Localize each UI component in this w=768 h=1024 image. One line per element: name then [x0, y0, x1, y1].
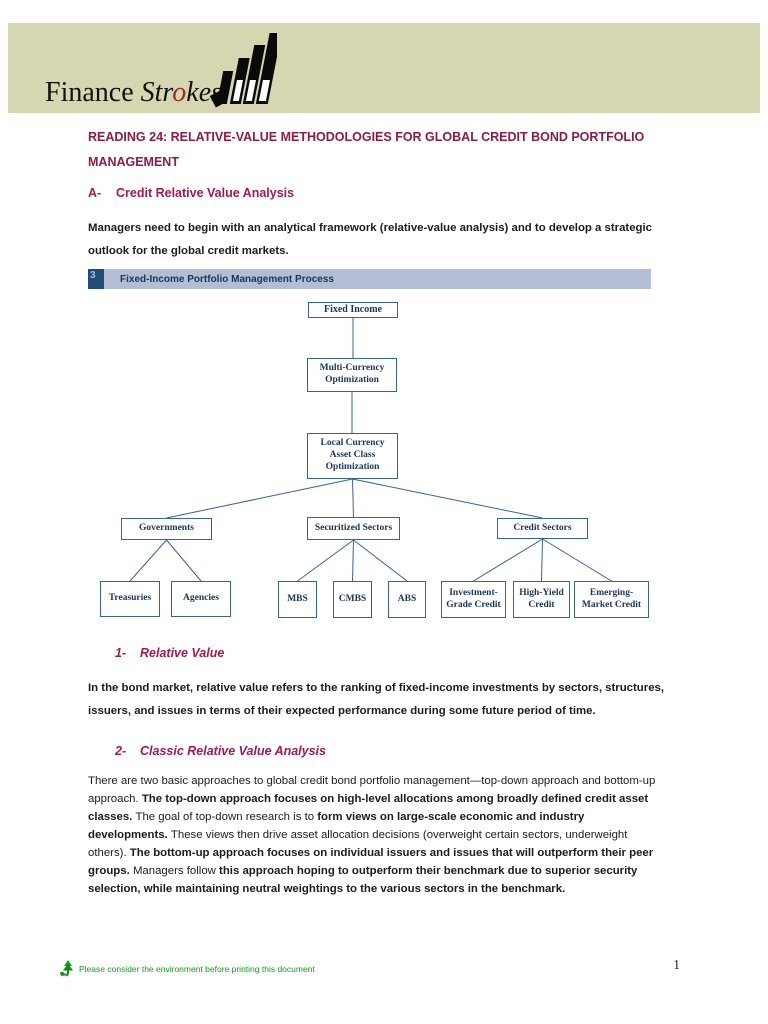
node-multi-currency: Multi-Currency Optimization [307, 358, 397, 392]
subsection-2-label: 2- [115, 744, 127, 758]
eco-note-text: Please consider the environment before p… [79, 963, 315, 974]
node-local-currency: Local Currency Asset Class Optimization [307, 433, 398, 479]
content-column: READING 24: RELATIVE-VALUE METHODOLOGIES… [88, 113, 666, 898]
node-mbs: MBS [278, 581, 317, 618]
tree-icon [60, 960, 73, 977]
node-high-yield-credit: High-Yield Credit [513, 581, 570, 618]
node-abs: ABS [388, 581, 426, 618]
section-a-heading: A- Credit Relative Value Analysis [88, 185, 666, 201]
figure-caption: Fixed-Income Portfolio Management Proces… [120, 273, 334, 285]
figure-fixed-income-process: 3 Fixed-Income Portfolio Management Proc… [88, 269, 663, 631]
node-fixed-income: Fixed Income [308, 302, 398, 318]
paragraph-classic-approaches: There are two basic approaches to global… [88, 775, 656, 895]
logo-word-strokes-pre: Str [140, 77, 173, 108]
figure-number-badge: 3 [88, 269, 104, 289]
header-band: Finance Strokes [8, 23, 760, 113]
section-a-label: A- [88, 186, 102, 200]
node-emerging-market-credit: Emerging-Market Credit [574, 581, 649, 618]
rising-bar-strokes-icon [209, 33, 277, 108]
section-a-title: Credit Relative Value Analysis [116, 186, 295, 200]
reading-title: READING 24: RELATIVE-VALUE METHODOLOGIES… [88, 130, 645, 169]
page-number: 1 [673, 957, 680, 972]
node-treasuries: Treasuries [100, 581, 160, 617]
footer-eco-note: Please consider the environment before p… [60, 960, 315, 977]
finance-strokes-logo: Finance Strokes [45, 79, 222, 107]
node-credit-sectors: Credit Sectors [497, 518, 588, 539]
subsection-1-label: 1- [115, 646, 127, 660]
logo-word-strokes-o: o [172, 77, 187, 108]
node-agencies: Agencies [171, 581, 231, 617]
figure-caption-band [88, 269, 651, 289]
subsection-1-title: Relative Value [140, 646, 225, 660]
node-cmbs: CMBS [333, 581, 372, 618]
subsection-2-heading: 2- Classic Relative Value Analysis [115, 743, 666, 759]
logo-word-finance: Finance [45, 77, 141, 108]
paragraph-relative-value: In the bond market, relative value refer… [88, 682, 665, 717]
node-securitized-sectors: Securitized Sectors [307, 517, 400, 540]
node-investment-grade-credit: Investment-Grade Credit [441, 581, 506, 618]
subsection-2-title: Classic Relative Value Analysis [140, 744, 326, 758]
subsection-1-heading: 1- Relative Value [115, 645, 666, 661]
paragraph-intro: Managers need to begin with an analytica… [88, 222, 653, 257]
diagram-connector-lines [129, 318, 612, 582]
node-governments: Governments [121, 518, 212, 540]
